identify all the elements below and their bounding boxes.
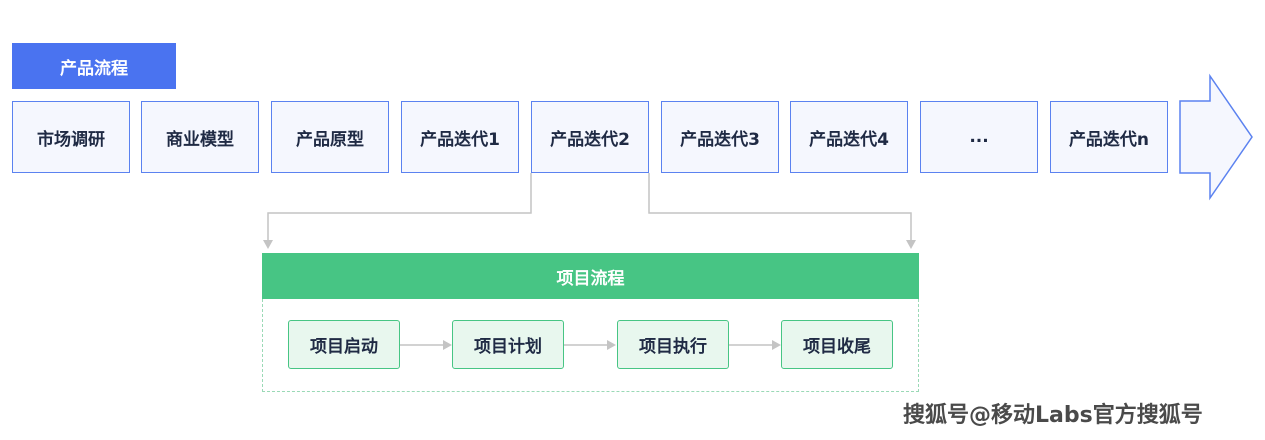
watermark-text: 搜狐号@移动Labs官方搜狐号 — [903, 403, 1203, 428]
stage-product-prototype: 产品原型 — [271, 101, 389, 173]
stage-iteration-1: 产品迭代1 — [401, 101, 519, 173]
project-flow-container — [262, 299, 919, 392]
stage-business-model: 商业模型 — [141, 101, 259, 173]
stage-iteration-3: 产品迭代3 — [661, 101, 779, 173]
stage-market-research: 市场调研 — [12, 101, 130, 173]
step-project-execute: 项目执行 — [617, 320, 729, 369]
project-flow-title: 项目流程 — [262, 253, 919, 299]
iteration-to-project-connector — [267, 173, 532, 242]
product-flow-title: 产品流程 — [12, 43, 176, 89]
stage-iteration-2: 产品迭代2 — [531, 101, 649, 173]
product-flow-arrow — [1179, 73, 1253, 201]
stage-ellipsis: ... — [920, 101, 1038, 173]
step-arrows — [400, 340, 781, 350]
step-project-plan: 项目计划 — [452, 320, 564, 369]
step-project-close: 项目收尾 — [781, 320, 893, 369]
stage-iteration-n: 产品迭代n — [1050, 101, 1168, 173]
step-project-start: 项目启动 — [288, 320, 400, 369]
stage-iteration-4: 产品迭代4 — [790, 101, 908, 173]
